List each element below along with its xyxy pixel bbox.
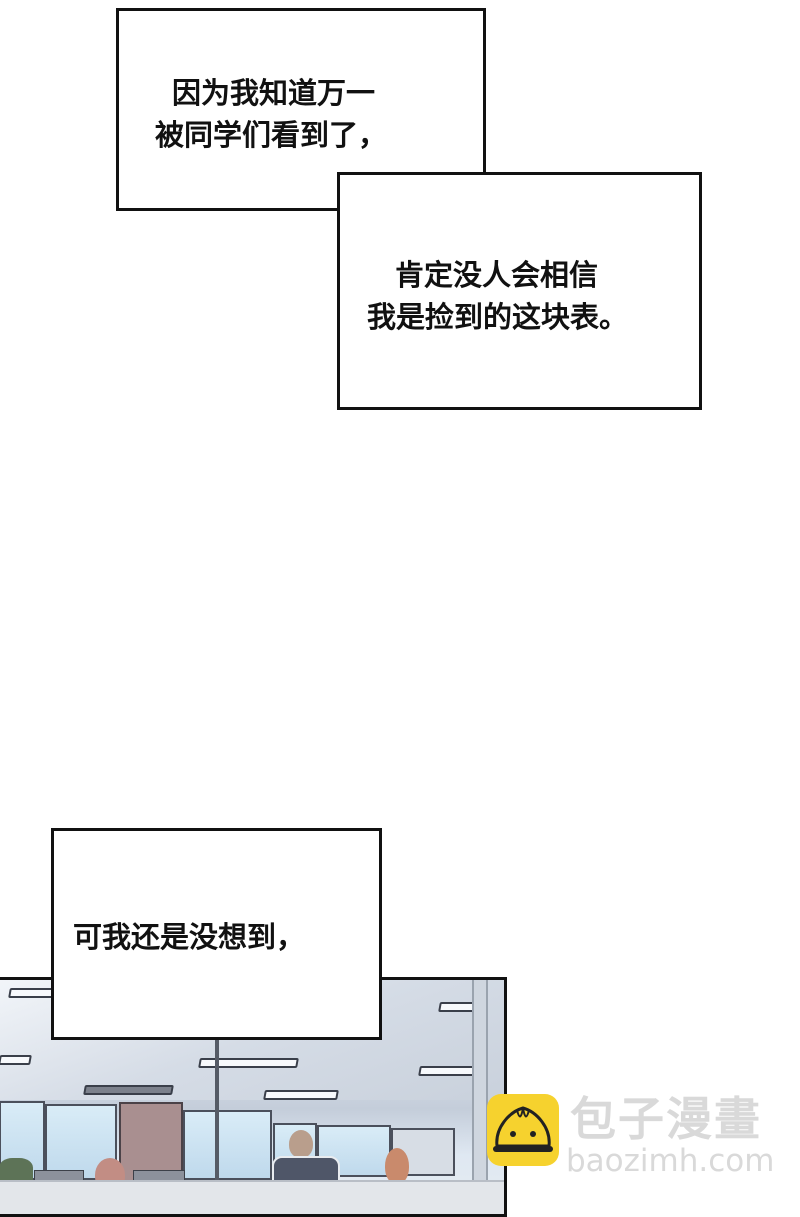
caption-1-line-1: 因为我知道万一 <box>172 76 376 110</box>
baozi-logo-icon <box>487 1094 559 1166</box>
ceiling-light <box>263 1090 339 1100</box>
person-right-head <box>385 1148 409 1184</box>
desk-partition <box>0 1180 504 1214</box>
caption-box-3 <box>51 828 382 1040</box>
watermark-brand-url: baozimh.com <box>566 1143 775 1179</box>
caption-box-2 <box>337 172 702 410</box>
caption-3-line-1: 可我还是没想到， <box>73 920 306 954</box>
plant <box>0 1158 33 1182</box>
glass-door-frame <box>472 980 488 1214</box>
window <box>183 1110 272 1180</box>
caption-1-line-2: 被同学们看到了， <box>155 118 388 152</box>
caption-box-1 <box>116 8 486 211</box>
caption-2-line-2: 我是捡到的这块表。 <box>367 300 629 334</box>
caption-merge-mask <box>340 175 483 208</box>
person-center-head <box>289 1130 313 1158</box>
baozi-bun-icon <box>493 1106 553 1152</box>
ceiling-light <box>83 1085 174 1095</box>
caption-2-line-1: 肯定没人会相信 <box>395 258 599 292</box>
ceiling-light <box>0 1055 32 1065</box>
ceiling-light <box>418 1066 479 1076</box>
support-pole <box>215 980 219 1214</box>
watermark-brand-cn: 包子漫畫 <box>570 1092 762 1146</box>
ceiling-light <box>198 1058 299 1068</box>
